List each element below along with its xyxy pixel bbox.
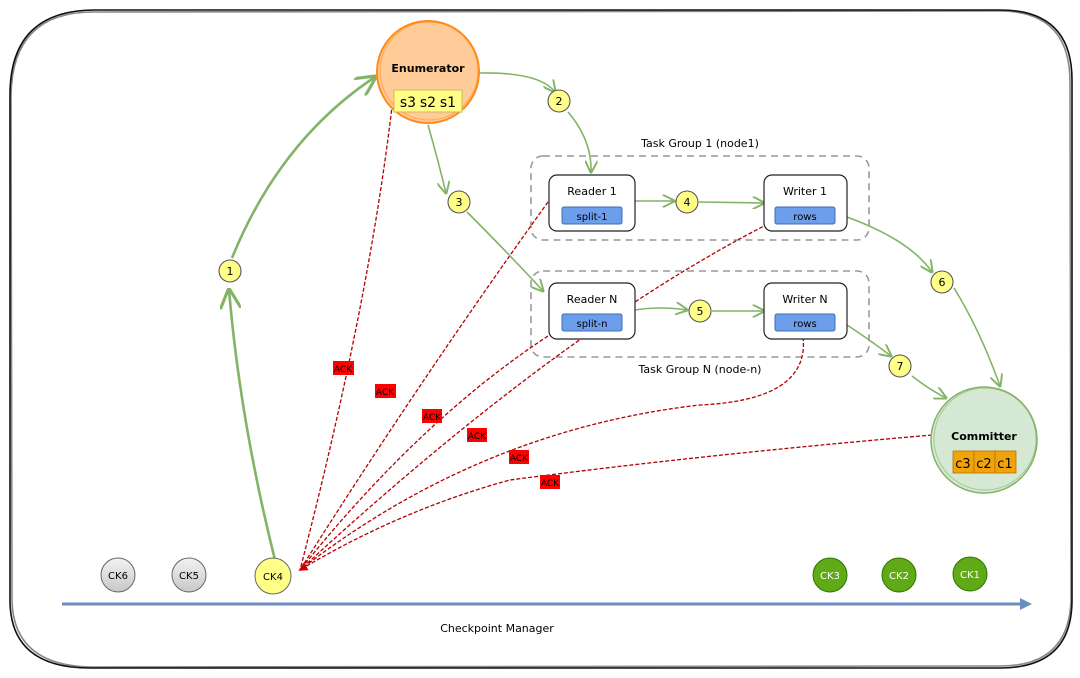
checkpoint-ck2[interactable]: CK2: [881, 557, 917, 593]
svg-text:CK4: CK4: [263, 572, 283, 583]
svg-text:ACK: ACK: [541, 479, 560, 489]
svg-text:2: 2: [556, 95, 563, 108]
writer-n-rows: rows: [793, 319, 816, 330]
svg-text:CK2: CK2: [889, 571, 909, 582]
svg-text:ACK: ACK: [376, 388, 395, 398]
ack-badge: ACK: [467, 428, 487, 442]
flow-7-to-committer: [911, 375, 946, 398]
reader-1-split: split-1: [576, 212, 607, 223]
task-group-1-label: Task Group 1 (node1): [640, 137, 759, 150]
svg-text:ACK: ACK: [334, 365, 353, 375]
flow-4-to-writer-1: [698, 202, 764, 203]
ack-badge: ACK: [333, 361, 354, 375]
flow-ck4-to-1: [229, 290, 277, 561]
writer-1[interactable]: Writer 1 rows: [763, 174, 848, 232]
reader-n[interactable]: Reader N split-n: [548, 282, 636, 340]
commit-c1: c1: [997, 457, 1012, 472]
ack-badge: ACK: [540, 475, 560, 489]
writer-n[interactable]: Writer N rows: [763, 282, 848, 340]
checkpoint-ck3[interactable]: CK3: [812, 557, 848, 593]
flow-arrows: [229, 72, 1000, 561]
svg-text:4: 4: [684, 196, 691, 209]
timeline-arrow-icon: [1020, 598, 1032, 610]
checkpoints: CK6 CK5 CK4 CK3 CK2 CK1: [100, 556, 988, 595]
reader-n-title: Reader N: [567, 293, 618, 306]
step-5: 5: [688, 299, 712, 323]
outer-frame: [9, 9, 1073, 669]
step-2: 2: [547, 89, 571, 113]
svg-text:7: 7: [897, 360, 904, 373]
flow-writer-1-to-6: [846, 216, 932, 272]
writer-1-title: Writer 1: [783, 185, 827, 198]
outer-frame-sketch: [10, 10, 1072, 668]
svg-text:1: 1: [227, 265, 234, 278]
step-3: 3: [447, 190, 471, 214]
committer-node[interactable]: Committer c3 c2 c1: [930, 386, 1038, 494]
task-group-n: Task Group N (node-n): [530, 270, 870, 376]
enumerator-title: Enumerator: [391, 62, 465, 75]
split-s1: s1: [440, 95, 456, 111]
task-group-n-label: Task Group N (node-n): [638, 363, 762, 376]
ack-line-writer-n: [299, 336, 805, 571]
flow-3-to-reader-n: [466, 211, 543, 291]
reader-1-title: Reader 1: [567, 185, 616, 198]
svg-text:CK3: CK3: [820, 571, 840, 582]
task-group-1: Task Group 1 (node1): [530, 137, 870, 241]
flow-reader-n-to-5: [634, 308, 687, 310]
commit-c2: c2: [976, 457, 991, 472]
flow-6-to-committer: [953, 287, 1000, 386]
writer-n-title: Writer N: [782, 293, 827, 306]
svg-text:CK5: CK5: [179, 571, 199, 582]
flow-2-to-reader-1: [567, 111, 591, 172]
ack-line-writer-1: [299, 223, 769, 571]
checkpoint-ck1[interactable]: CK1: [952, 556, 988, 592]
split-queue: [393, 89, 463, 113]
step-markers: 1 2 3 4 5 6 7: [218, 89, 954, 378]
svg-text:CK6: CK6: [108, 571, 128, 582]
writer-1-rows: rows: [793, 212, 816, 223]
flow-enumerator-to-2: [479, 72, 555, 92]
ack-badges: ACK ACK ACK ACK ACK ACK: [333, 361, 560, 489]
checkpoint-ck6[interactable]: CK6: [100, 557, 136, 593]
ack-badge: ACK: [509, 450, 529, 464]
enumerator-node[interactable]: Enumerator s3 s2 s1: [376, 20, 480, 124]
step-4: 4: [675, 190, 699, 214]
flow-enumerator-to-3: [427, 124, 446, 193]
svg-text:ACK: ACK: [510, 454, 529, 464]
ack-badge: ACK: [422, 409, 442, 423]
commit-c3: c3: [955, 457, 970, 472]
flow-writer-n-to-7: [846, 324, 891, 356]
step-7: 7: [888, 354, 912, 378]
flow-1-to-enumerator: [230, 77, 375, 259]
svg-text:3: 3: [456, 196, 463, 209]
step-6: 6: [930, 270, 954, 294]
ack-badge: ACK: [375, 384, 396, 398]
svg-text:ACK: ACK: [423, 413, 442, 423]
step-1: 1: [218, 259, 242, 283]
ack-line-committer: [298, 434, 933, 571]
split-s2: s2: [420, 95, 436, 111]
reader-1[interactable]: Reader 1 split-1: [548, 174, 636, 232]
svg-text:CK1: CK1: [960, 570, 980, 581]
svg-text:5: 5: [697, 305, 704, 318]
checkpoint-ck4[interactable]: CK4: [254, 557, 292, 595]
committer-title: Committer: [951, 430, 1017, 443]
reader-n-split: split-n: [577, 319, 608, 330]
ack-lines: [298, 97, 933, 571]
ack-line-enumerator: [299, 97, 394, 571]
svg-text:6: 6: [939, 276, 946, 289]
checkpoint-ck5[interactable]: CK5: [171, 557, 207, 593]
checkpoint-timeline: Checkpoint Manager: [62, 598, 1032, 635]
split-s3: s3: [400, 95, 416, 111]
svg-text:ACK: ACK: [468, 432, 487, 442]
checkpoint-manager-label: Checkpoint Manager: [440, 622, 554, 635]
